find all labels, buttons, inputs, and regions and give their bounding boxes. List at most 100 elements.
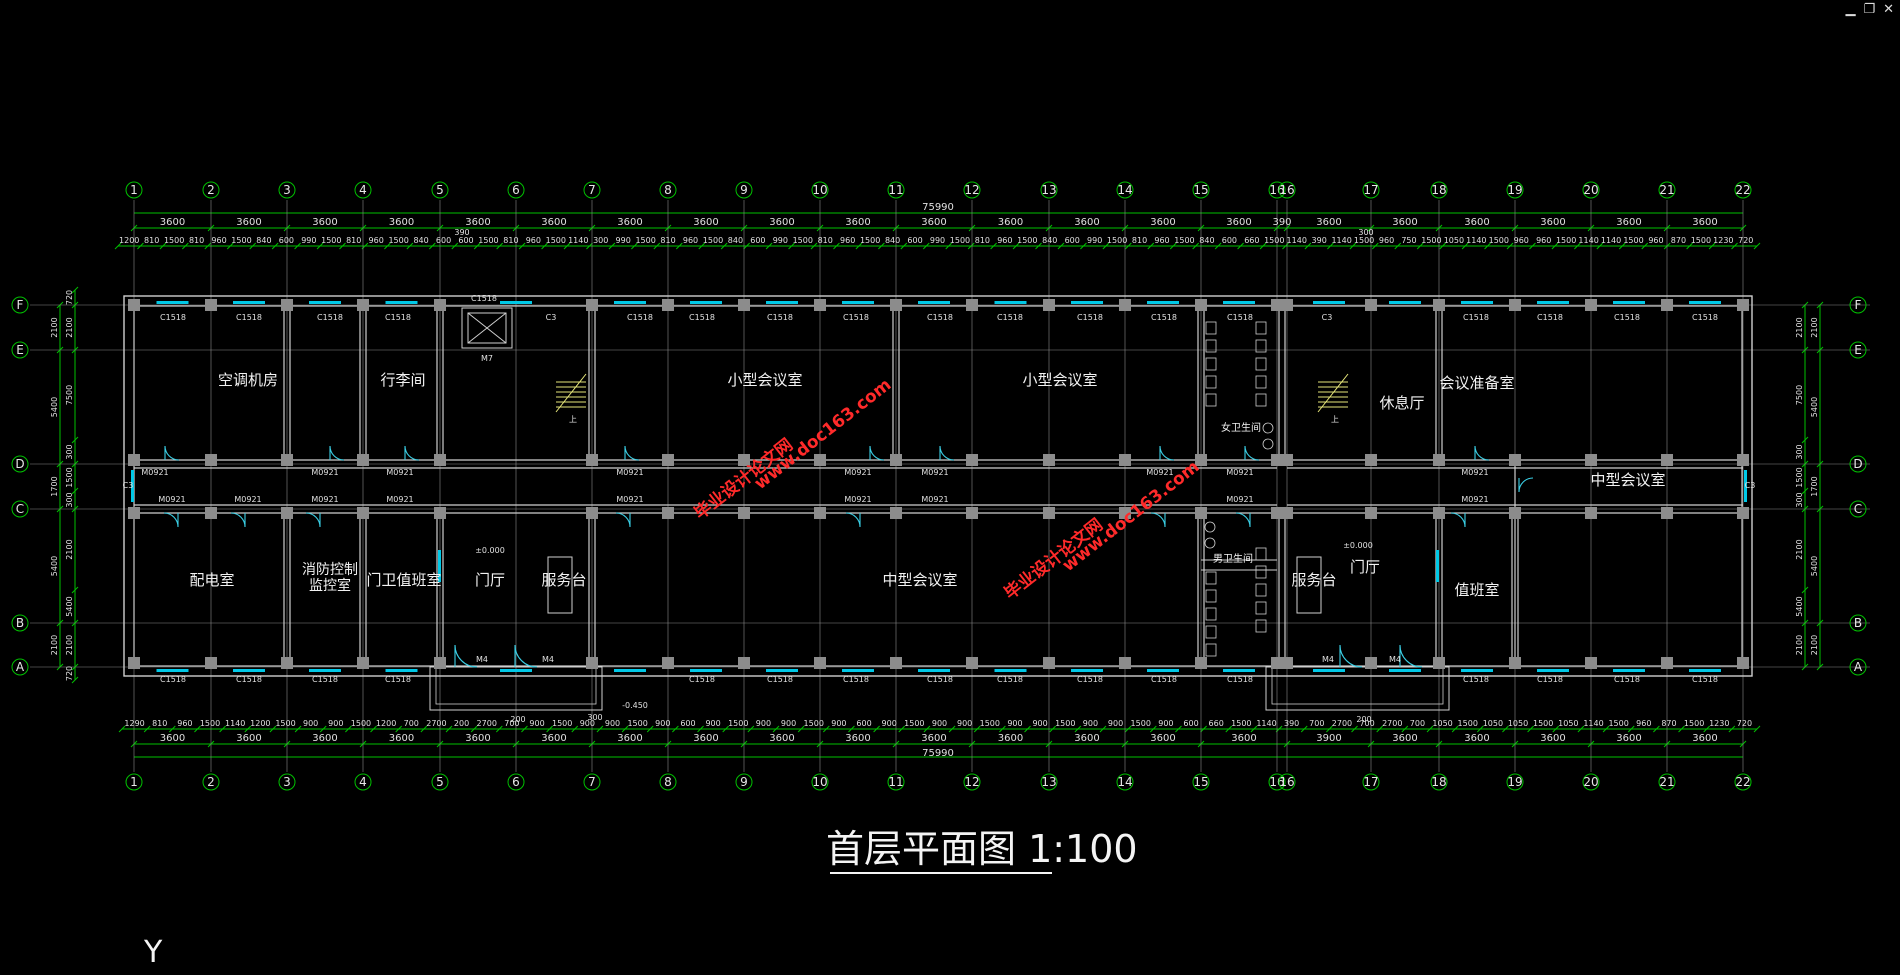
dim-text: 960: [1514, 236, 1529, 245]
dim-tick: [1012, 242, 1020, 250]
structural-column: [1509, 507, 1521, 519]
dim-text: 600: [750, 236, 765, 245]
dim-tick: [395, 725, 403, 733]
window-tag: C1518: [1077, 675, 1103, 684]
axis-bubble: [659, 181, 677, 199]
dim-tick: [1149, 725, 1157, 733]
axis-label-col: 15: [1193, 775, 1208, 789]
structural-column: [890, 657, 902, 669]
structural-column: [205, 299, 217, 311]
dim-tick: [697, 725, 704, 733]
dim-text: 900: [1083, 719, 1098, 728]
axis-bubble: [1506, 181, 1524, 199]
dim-tick: [1394, 242, 1402, 250]
dim-text: 1500: [1055, 719, 1075, 728]
dim-text: 1500: [1264, 236, 1284, 245]
dim-text: 1700: [50, 476, 59, 496]
axis-label-col: 4: [359, 183, 367, 197]
dim-tick: [71, 436, 79, 444]
dim-text: 3600: [465, 217, 490, 228]
axis-label-col: 22: [1735, 183, 1750, 197]
dim-text: 3600: [1464, 217, 1489, 228]
dim-tick: [1376, 725, 1384, 733]
door-tag: M4: [1322, 655, 1334, 664]
structural-column: [738, 507, 750, 519]
room-label: 休息厅: [1379, 394, 1424, 412]
structural-column: [814, 454, 826, 466]
dim-text: 810: [975, 236, 990, 245]
close-icon[interactable]: ✕: [1883, 2, 1894, 17]
ucs-y-label: Y: [143, 935, 163, 970]
window-c1518: [994, 669, 1027, 672]
minimize-icon[interactable]: ▁: [1845, 2, 1856, 17]
window-c1518: [842, 301, 874, 304]
window-tag: C1518: [997, 675, 1023, 684]
dim-tick: [1596, 242, 1604, 250]
dim-text: 810: [144, 236, 159, 245]
dim-text: 900: [1108, 719, 1123, 728]
door-swing: [624, 445, 640, 461]
dim-tick: [168, 725, 176, 733]
dim-text: 960: [997, 236, 1012, 245]
axis-label-col: 1: [130, 775, 138, 789]
toilet-fixture: [1205, 607, 1217, 621]
axis-label-col: 6: [512, 775, 520, 789]
dim-text: 3600: [312, 217, 337, 228]
door-tag: M0921: [158, 495, 185, 504]
dim-text: 1050: [1558, 719, 1578, 728]
axis-label-col: 8: [664, 183, 672, 197]
dim-text: 3600: [389, 733, 414, 744]
dim-text: 600: [680, 719, 695, 728]
dim-text: 1500: [980, 719, 1000, 728]
dim-text: 300: [593, 236, 608, 245]
door-tag: M0921: [386, 495, 413, 504]
axis-label-row: F: [1855, 298, 1862, 312]
window-c1518: [131, 470, 134, 502]
toilet-fixture: [1255, 357, 1267, 371]
restore-icon[interactable]: ❐: [1863, 2, 1876, 17]
dim-tick: [1529, 242, 1536, 250]
toilet-fixture: [1205, 643, 1217, 657]
dim-text: 600: [1222, 236, 1237, 245]
room-label: 服务台: [1291, 571, 1336, 589]
structural-column: [814, 507, 826, 519]
structural-column: [662, 299, 674, 311]
dim-text: 840: [885, 236, 900, 245]
dim-tick: [923, 725, 931, 733]
room-label: 服务台: [541, 571, 586, 589]
axis-bubble: [1658, 181, 1676, 199]
window-c1518: [614, 301, 646, 304]
dim-tick: [1506, 242, 1514, 250]
dim-text: 1140: [1466, 236, 1486, 245]
dim-text: 1500: [904, 719, 924, 728]
dimension-lines: [56, 212, 1824, 758]
dim-text: 1500: [1691, 236, 1711, 245]
structural-column: [1585, 507, 1597, 519]
window-c1518: [1537, 669, 1569, 672]
dim-tick: [1461, 242, 1469, 250]
structural-column: [128, 454, 140, 466]
axis-bubble: [1268, 181, 1286, 199]
dim-text: 660: [1244, 236, 1259, 245]
dim-text: 1140: [1331, 236, 1351, 245]
room-label-line: 消防控制: [302, 562, 358, 578]
dim-tick: [945, 242, 953, 250]
overall-length-top: 75990: [922, 202, 954, 213]
structural-column: [1271, 507, 1283, 519]
dim-tick: [71, 487, 79, 495]
structural-column: [814, 299, 826, 311]
window-tag: C1518: [1151, 313, 1177, 322]
dim-text: 1290: [124, 719, 144, 728]
door-tag: M4: [1389, 655, 1401, 664]
axis-label-col: 22: [1735, 775, 1750, 789]
dim-tick: [496, 242, 504, 250]
window-tag: C1518: [471, 294, 497, 303]
dim-text: 870: [1661, 719, 1676, 728]
dim-text: 7500: [1795, 385, 1804, 405]
door-tag: M0921: [311, 495, 338, 504]
dim-text: 390: [1312, 236, 1327, 245]
axis-label-col: 17: [1363, 775, 1378, 789]
room-label: 门厅: [1350, 558, 1380, 576]
door-tag: M4: [542, 655, 554, 664]
